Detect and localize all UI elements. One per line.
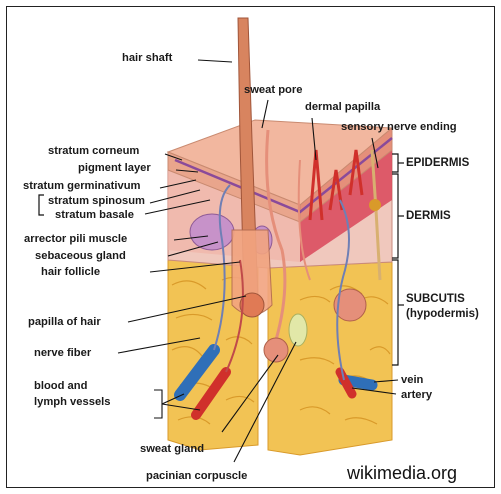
source-credit: wikimedia.org (347, 463, 457, 484)
pacinian-corpuscle-shape (289, 314, 307, 346)
label-sweat-pore: sweat pore (244, 84, 302, 97)
label-lymph-vessels: lymph vessels (34, 396, 111, 409)
label-sweat-gland: sweat gland (140, 443, 204, 456)
label-vein: vein (401, 374, 423, 387)
label-hair-shaft: hair shaft (122, 52, 172, 65)
label-hypodermis: (hypodermis) (406, 307, 479, 321)
label-pigment-layer: pigment layer (78, 162, 151, 175)
label-stratum-basale: stratum basale (55, 209, 134, 222)
label-stratum-spinosum: stratum spinosum (48, 195, 145, 208)
label-nerve-fiber: nerve fiber (34, 347, 91, 360)
label-stratum-corneum: stratum corneum (48, 145, 139, 158)
label-sebaceous-gland: sebaceous gland (35, 250, 126, 263)
label-blood-and: blood and (34, 380, 87, 393)
label-arrector-pili-muscle: arrector pili muscle (24, 233, 127, 246)
label-stratum-germinativum: stratum germinativum (23, 180, 141, 193)
label-dermal-papilla: dermal papilla (305, 101, 380, 114)
label-hair-follicle: hair follicle (41, 266, 100, 279)
label-papilla-of-hair: papilla of hair (28, 316, 101, 329)
label-dermis: DERMIS (406, 209, 451, 223)
label-artery: artery (401, 389, 432, 402)
label-pacinian-corpuscle: pacinian corpuscle (146, 470, 247, 483)
label-sensory-nerve-ending: sensory nerve ending (341, 121, 457, 134)
label-subcutis: SUBCUTIS (406, 292, 465, 306)
label-epidermis: EPIDERMIS (406, 156, 469, 170)
sebaceous-gland-shape (190, 214, 234, 250)
